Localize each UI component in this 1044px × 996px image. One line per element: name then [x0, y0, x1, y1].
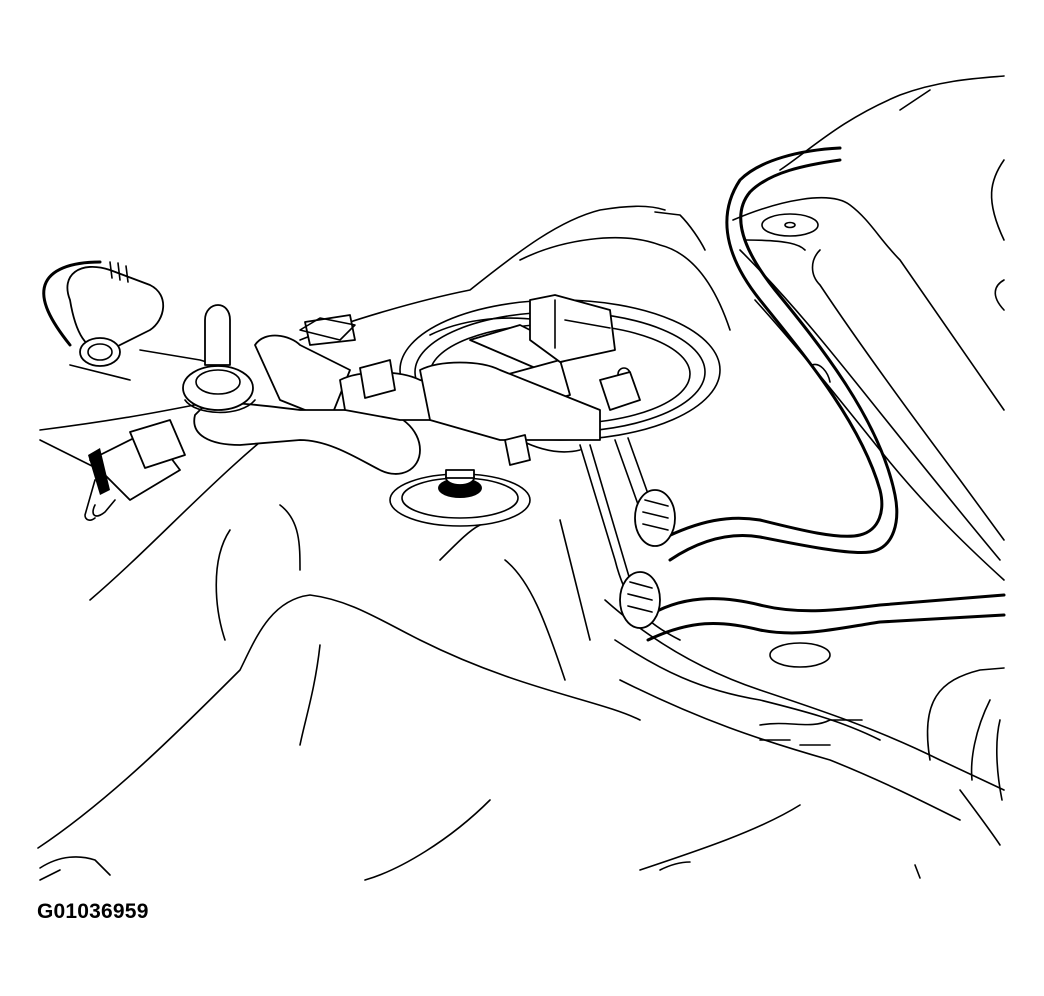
electrical-connector	[529, 294, 641, 411]
figure-id-label: G01036959	[37, 900, 149, 923]
hose-clamp	[88, 314, 531, 517]
fuel-tank-outline	[37, 75, 1005, 881]
fuel-feed-line	[658, 146, 899, 562]
quick-connect-fittings	[619, 489, 676, 629]
evap-valve	[182, 304, 256, 414]
tank-strap	[84, 317, 356, 521]
vent-hose	[42, 260, 601, 475]
